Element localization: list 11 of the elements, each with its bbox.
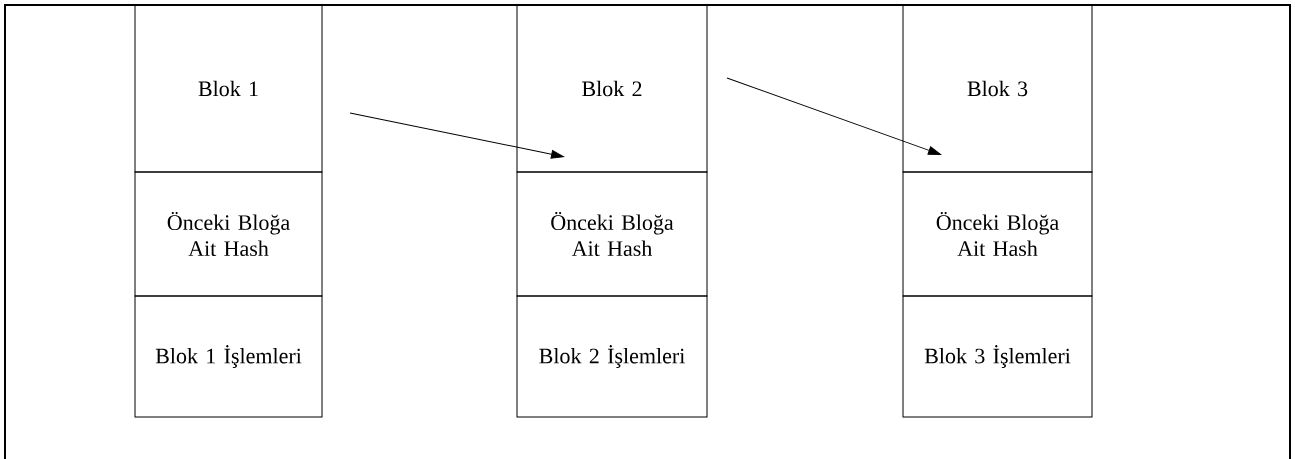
arrow [726, 77, 941, 155]
block-cell: Blok 2 İşlemleri [516, 295, 708, 418]
block-cell: Blok 1 İşlemleri [134, 295, 323, 418]
block-cell: Önceki Bloğa Ait Hash [516, 171, 708, 297]
block-cell: Blok 2 [516, 4, 708, 173]
block-cell: Önceki Bloğa Ait Hash [902, 171, 1093, 297]
arrow [349, 112, 564, 159]
block-cell: Blok 3 İşlemleri [902, 295, 1093, 418]
block-cell: Blok 3 [902, 4, 1093, 173]
block-cell: Önceki Bloğa Ait Hash [134, 171, 323, 297]
block-cell: Blok 1 [134, 4, 323, 173]
